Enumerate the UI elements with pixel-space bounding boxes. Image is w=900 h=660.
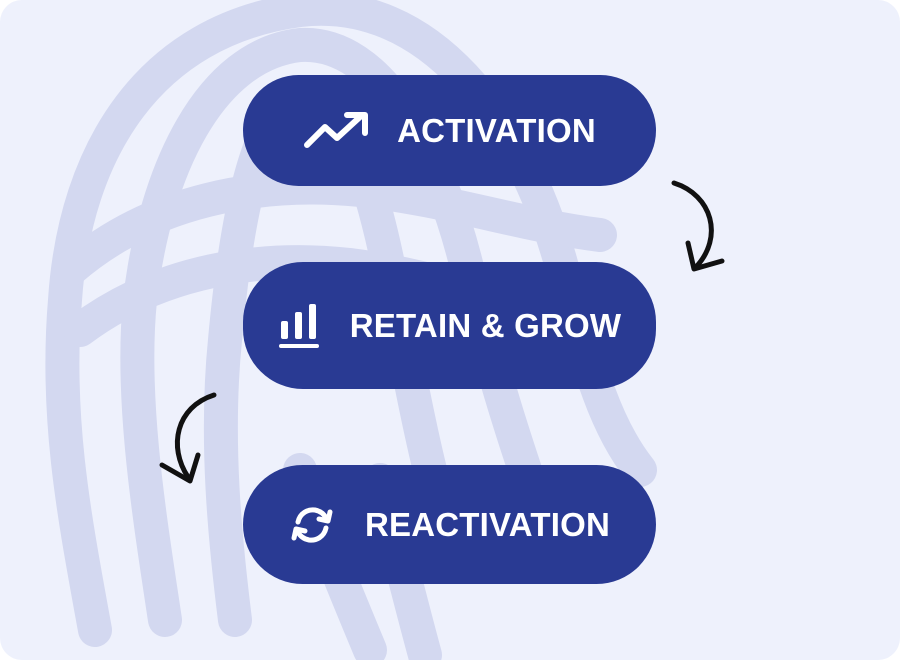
- step-label: REACTIVATION: [364, 505, 610, 543]
- curved-arrow-down-icon: [671, 180, 725, 272]
- step-activation: ACTIVATION: [243, 75, 656, 186]
- curved-arrow-down-icon: [159, 392, 217, 484]
- bar-chart-icon: [278, 303, 320, 349]
- refresh-icon: [289, 505, 335, 545]
- trending-up-icon: [303, 111, 369, 151]
- step-reactivation: REACTIVATION: [243, 465, 656, 584]
- step-label: ACTIVATION: [397, 111, 596, 149]
- step-retain-grow: RETAIN & GROW: [243, 262, 656, 389]
- step-label: RETAIN & GROW: [349, 306, 622, 344]
